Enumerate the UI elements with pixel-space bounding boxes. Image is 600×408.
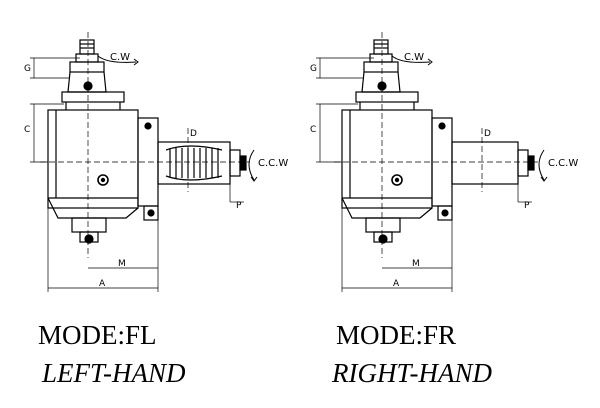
right-centerlines [334,32,540,258]
right-spindle [451,141,535,185]
right-mode-title: MODE:FR [336,320,457,350]
left-dim-g: G [24,64,31,74]
left-bottom-nose [71,217,107,244]
right-top-rotation-label: C.W [404,52,424,63]
right-holder-figure [316,32,548,292]
right-dim-m: M [412,259,420,269]
right-main-body [341,109,433,219]
right-dim-c: C [310,125,316,135]
right-neck [355,71,419,110]
left-dim-c: C [24,125,30,135]
right-dimensions [316,57,532,292]
left-dim-m: M [118,259,126,269]
left-neck [61,71,125,110]
right-dim-a: A [393,279,400,289]
left-top-rotation-label: C.W [110,52,130,63]
left-hand-subtitle: LEFT-HAND [42,358,186,388]
right-rotation-arrows [391,55,548,182]
right-bottom-nose [365,217,401,244]
right-hand-subtitle: RIGHT-HAND [332,358,492,388]
left-side-rotation-label: C.C.W [258,158,288,169]
left-top-screw [69,39,105,73]
left-side-housing [137,117,159,221]
left-rotation-arrows [97,55,258,182]
right-dim-g: G [310,64,317,74]
right-side-housing [431,117,453,221]
left-holder-figure [30,32,258,292]
right-dim-d: D [484,129,491,139]
left-dim-p: P [236,201,242,211]
right-dim-p: P [524,201,530,211]
left-dimensions [30,57,244,292]
left-dim-d: D [190,129,197,139]
left-main-body [47,109,139,219]
left-dim-a: A [99,279,106,289]
left-mode-title: MODE:FL [38,320,157,350]
right-side-rotation-label: C.C.W [548,158,578,169]
left-spindle [157,141,247,185]
left-centerlines [40,32,250,258]
right-top-screw [363,39,399,73]
